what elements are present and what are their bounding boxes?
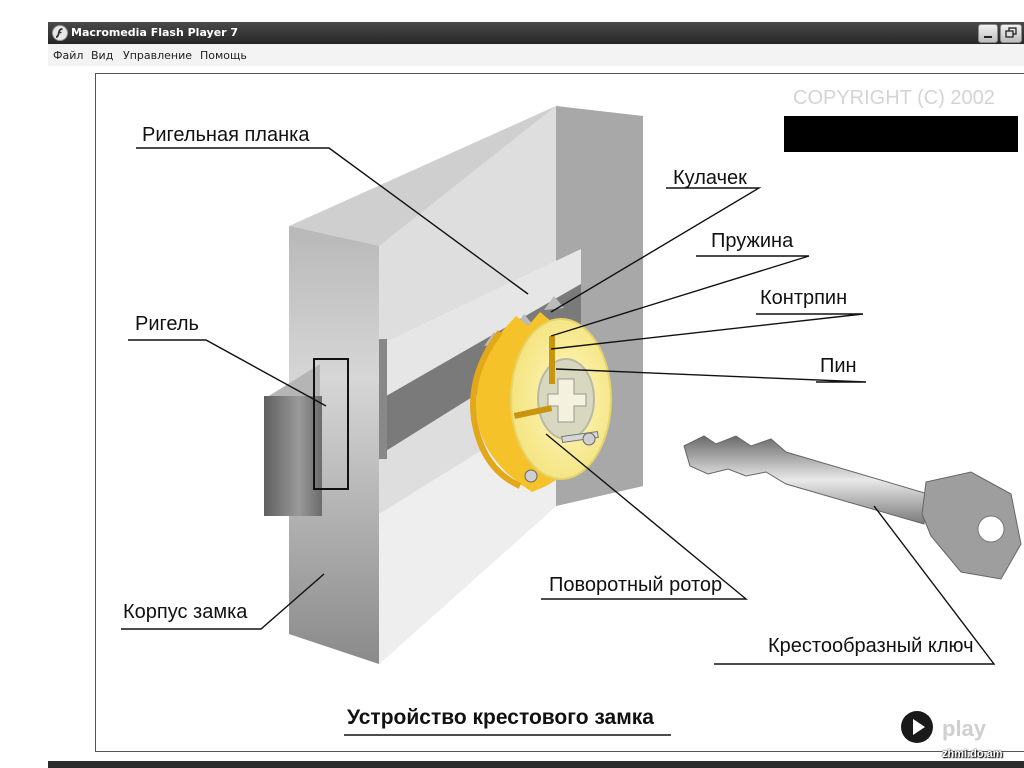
redacted-bar bbox=[784, 116, 1018, 152]
label-povorotny-rotor: Поворотный ротор bbox=[549, 574, 723, 596]
cross-keyhole bbox=[547, 378, 587, 423]
label-rigelnaya-planka: Ригельная планка bbox=[142, 124, 310, 146]
bolt bbox=[264, 396, 322, 516]
restore-icon bbox=[1005, 27, 1017, 38]
label-rigel: Ригель bbox=[135, 313, 199, 335]
minimize-icon bbox=[984, 36, 992, 38]
label-krestoobrazny-klyuch: Крестообразный ключ bbox=[768, 635, 974, 657]
bolt-bar-edge bbox=[379, 339, 387, 459]
window-title: Macromedia Flash Player 7 bbox=[71, 26, 239, 39]
copyright-text: COPYRIGHT (C) 2002 bbox=[793, 87, 995, 109]
side-pin bbox=[513, 405, 553, 419]
spring-pin bbox=[549, 336, 555, 384]
label-pin: Пин bbox=[820, 355, 857, 377]
play-button[interactable]: play bbox=[942, 716, 987, 741]
bolt-bar-top bbox=[381, 249, 581, 399]
label-kontrpin: Контрпин bbox=[760, 287, 848, 309]
minimize-button[interactable] bbox=[978, 24, 998, 43]
screw bbox=[524, 469, 538, 483]
menu-control[interactable]: Управление bbox=[123, 49, 193, 62]
taskbar bbox=[48, 761, 1024, 768]
bolt-slot bbox=[313, 358, 349, 490]
leader-lines bbox=[121, 147, 996, 736]
label-kulachek: Кулачек bbox=[673, 167, 747, 189]
title-bar: Macromedia Flash Player 7 bbox=[48, 22, 1024, 44]
watermark: zhmi.do.am bbox=[942, 748, 1003, 760]
play-icon[interactable] bbox=[900, 710, 934, 744]
menu-help[interactable]: Помощь bbox=[200, 49, 247, 62]
menu-bar: Файл Вид Управление Помощь bbox=[48, 44, 1024, 66]
lock-illustration bbox=[121, 106, 1022, 736]
menu-view[interactable]: Вид bbox=[91, 49, 114, 62]
cross-key-head bbox=[921, 471, 1022, 580]
lock-body bbox=[289, 226, 379, 664]
cam-edge bbox=[470, 330, 522, 489]
flash-stage: Ригельная планка Кулачек Пружина Контрпи… bbox=[95, 73, 1024, 752]
label-korpus-zamka: Корпус замка bbox=[123, 601, 248, 623]
screw bbox=[582, 432, 596, 446]
key-hole bbox=[977, 515, 1005, 543]
diagram-caption: Устройство крестового замка bbox=[347, 706, 654, 729]
flash-player-icon bbox=[52, 25, 68, 41]
label-pruzhina: Пружина bbox=[711, 230, 794, 252]
restore-button[interactable] bbox=[1000, 24, 1022, 43]
menu-file[interactable]: Файл bbox=[53, 49, 84, 62]
cross-key-shaft bbox=[683, 435, 929, 525]
